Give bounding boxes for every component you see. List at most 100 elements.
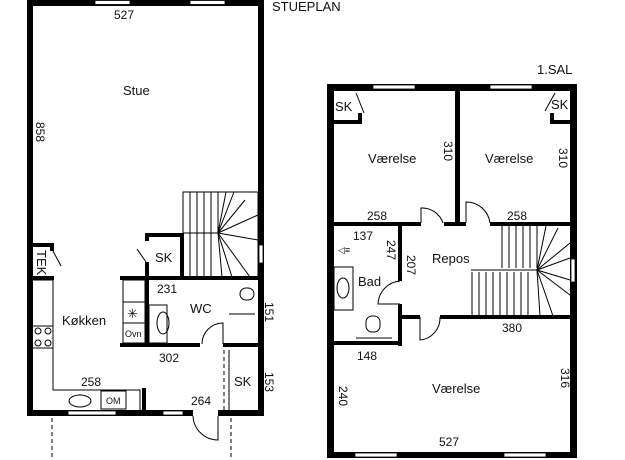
- ground-floor-title: STUEPLAN: [272, 0, 341, 14]
- upper-floor-title: 1.SAL: [537, 62, 572, 77]
- wall: [398, 226, 402, 281]
- ground-floor: STUEPLAN SK TEK: [27, 0, 341, 460]
- wall: [444, 222, 466, 226]
- room-label-bedroom-1: Værelse: [368, 151, 416, 166]
- wall: [33, 276, 54, 280]
- window: [94, 0, 131, 5]
- room-label-tech: TEK: [34, 250, 49, 276]
- room-label-bedroom-2: Værelse: [485, 151, 533, 166]
- window: [162, 410, 184, 416]
- staircase: [182, 191, 259, 278]
- dim-stair-bottom: 380: [502, 321, 522, 335]
- wall: [50, 243, 54, 251]
- room-label-closet: SK: [155, 250, 173, 265]
- room-label-closet-2: SK: [551, 97, 569, 112]
- window: [570, 258, 576, 283]
- wall: [145, 233, 149, 241]
- wall-left: [27, 0, 33, 416]
- dim-room1-bottom: 258: [367, 209, 387, 223]
- kitchen-tall-cabinet: [122, 279, 146, 344]
- wall: [333, 341, 402, 345]
- room-label-landing: Repos: [432, 251, 470, 266]
- stove-icon: [34, 327, 52, 347]
- dim-wc-bottom: 302: [159, 351, 179, 365]
- dim-left: 858: [33, 122, 47, 142]
- wall: [33, 243, 53, 247]
- wall: [223, 343, 264, 347]
- room-label-closet-2: SK: [234, 374, 252, 389]
- toilet-icon: [239, 287, 255, 301]
- wall: [490, 222, 572, 226]
- room-label-kitchen: Køkken: [62, 313, 106, 328]
- kitchen-sink-icon: [68, 394, 92, 408]
- door: [355, 92, 365, 114]
- dim-wc-right: 151: [262, 302, 276, 322]
- dim-room3-left: 240: [336, 386, 350, 406]
- door: [544, 92, 556, 112]
- window: [372, 84, 416, 90]
- dim-bottom: 527: [439, 435, 459, 449]
- window: [503, 452, 547, 458]
- dim-room2-bottom: 258: [507, 209, 527, 223]
- washer-box: [100, 390, 127, 410]
- wall: [145, 233, 183, 237]
- wall-top: [327, 84, 577, 91]
- washer-label: OM: [106, 396, 121, 406]
- dim-entry: 264: [191, 394, 211, 408]
- room-label-bedroom-3: Værelse: [432, 381, 480, 396]
- dim-landing-left: 207: [404, 255, 418, 275]
- toilet-icon: [365, 315, 381, 333]
- shower-icon: ◁≡: [338, 245, 350, 255]
- wall: [440, 315, 572, 319]
- wall: [145, 276, 149, 346]
- room-label-bath: Bad: [358, 274, 381, 289]
- dim-kitchen-bottom: 258: [81, 375, 101, 389]
- dim-room2-right: 310: [556, 148, 570, 168]
- wall-bottom: [327, 452, 577, 458]
- wall-bottom-right: [218, 410, 264, 416]
- wall-right: [258, 0, 264, 416]
- wall: [455, 91, 460, 226]
- room-label-stue: Stue: [123, 83, 150, 98]
- wall-top: [27, 0, 264, 6]
- dim-bath-top: 137: [353, 229, 373, 243]
- window: [354, 452, 398, 458]
- wc-sink-counter: [148, 304, 168, 344]
- window: [67, 410, 117, 416]
- door: [465, 201, 491, 224]
- bath-counter: [333, 266, 354, 311]
- door: [419, 316, 441, 341]
- wall: [120, 343, 200, 347]
- fridge-icon: ✳: [127, 306, 138, 321]
- wall: [400, 315, 420, 319]
- wc-sink-icon: [156, 311, 170, 335]
- kitchen-counter: [33, 279, 141, 410]
- dim-bath-right: 247: [384, 240, 398, 260]
- bath-sink-icon: [336, 277, 350, 299]
- dim-room3-right: 316: [558, 368, 572, 388]
- bath-door: [377, 280, 401, 305]
- room-label-closet: SK: [335, 99, 353, 114]
- door: [52, 250, 62, 267]
- dim-room1-right: 310: [441, 141, 455, 161]
- wall: [333, 222, 421, 226]
- staircase: [471, 225, 571, 317]
- wall: [120, 276, 264, 280]
- dim-bath-bottom: 148: [357, 349, 377, 363]
- wall-left: [327, 84, 334, 458]
- upper-floor: 1.SAL SK SK ◁≡: [327, 62, 577, 458]
- wc-door: [201, 322, 224, 345]
- entry-door: [192, 415, 219, 441]
- oven-label: Ovn: [125, 329, 142, 339]
- window: [489, 84, 533, 90]
- dim-closet-right: 153: [262, 372, 276, 392]
- dim-wc-top: 231: [157, 282, 177, 296]
- room-label-wc: WC: [190, 301, 212, 316]
- wall: [142, 388, 146, 412]
- wall: [398, 304, 402, 346]
- door: [136, 248, 147, 263]
- window: [189, 0, 226, 5]
- dim-top: 527: [114, 8, 134, 22]
- wall: [180, 233, 184, 277]
